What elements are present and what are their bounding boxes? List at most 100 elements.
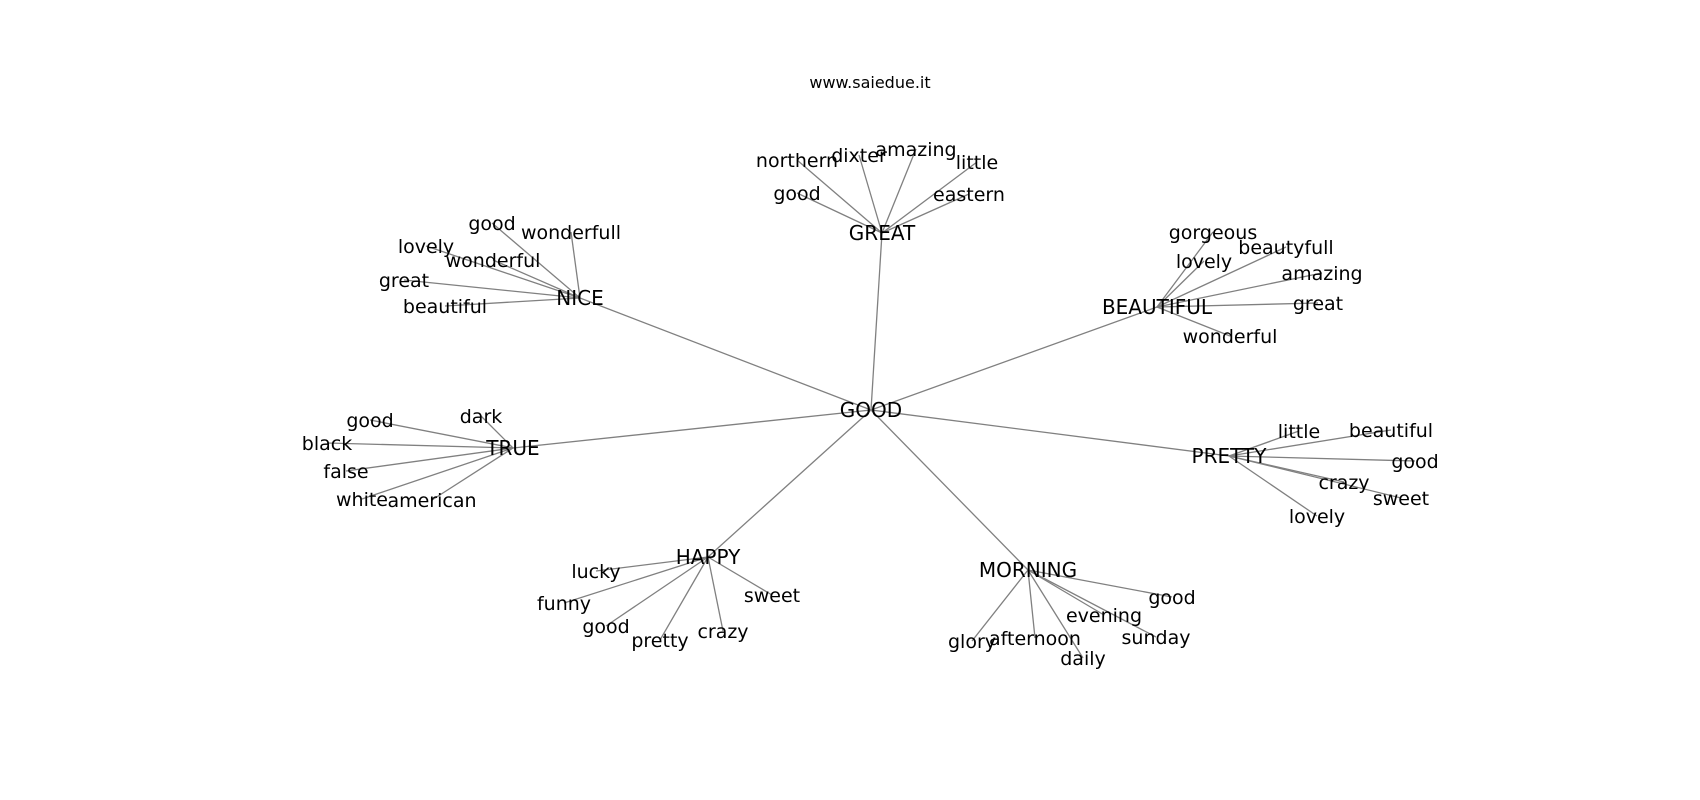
leaf-node-label: evening xyxy=(1066,605,1142,627)
edge-true-good xyxy=(369,419,514,449)
edge-true-false xyxy=(345,447,514,472)
edge-happy-funny xyxy=(563,556,709,604)
leaf-node-label: good xyxy=(582,616,629,638)
edge-root-nice xyxy=(579,297,872,411)
edge-root-pretty xyxy=(870,409,1230,457)
leaf-node-label: great xyxy=(1293,293,1343,315)
graph-labels: GOODGREATnortherndixteramazinglittlegood… xyxy=(302,139,1439,670)
edge-morning-glory xyxy=(971,569,1029,642)
leaf-node-label: dark xyxy=(460,406,503,428)
leaf-node-label: little xyxy=(1278,421,1320,443)
site-url: www.saiedue.it xyxy=(809,73,930,92)
leaf-node-label: dixter xyxy=(831,145,887,167)
edge-nice-lovely xyxy=(425,245,581,299)
leaf-node-label: lovely xyxy=(1176,251,1232,273)
leaf-node-label: lovely xyxy=(1289,506,1345,528)
edge-morning-sunday xyxy=(1027,569,1157,638)
leaf-node-label: beautiful xyxy=(1349,420,1433,442)
leaf-node-label: sweet xyxy=(1373,488,1429,510)
hub-node-label: BEAUTIFUL xyxy=(1102,295,1213,319)
leaf-node-label: good xyxy=(468,213,515,235)
edge-pretty-beautiful xyxy=(1228,429,1392,457)
hub-node-label: MORNING xyxy=(979,558,1077,582)
edge-nice-wonderfull xyxy=(570,231,581,299)
leaf-node-label: pretty xyxy=(631,630,688,652)
leaf-node-label: afternoon xyxy=(989,628,1081,650)
leaf-node-label: lucky xyxy=(571,561,620,583)
edge-root-morning xyxy=(870,409,1029,571)
leaf-node-label: good xyxy=(1391,451,1438,473)
leaf-node-label: good xyxy=(1148,587,1195,609)
edge-root-beautiful xyxy=(870,306,1158,411)
edge-beautiful-great xyxy=(1156,302,1319,308)
edge-beautiful-lovely xyxy=(1156,260,1205,308)
edge-nice-wonderful xyxy=(492,259,581,299)
leaf-node-label: eastern xyxy=(933,184,1005,206)
edge-beautiful-amazing xyxy=(1156,272,1323,308)
edge-happy-good xyxy=(605,556,709,627)
leaf-node-label: lovely xyxy=(398,236,454,258)
leaf-node-label: wonderful xyxy=(446,250,541,272)
edge-happy-pretty xyxy=(659,556,709,641)
edge-nice-good xyxy=(491,222,581,299)
edge-pretty-good xyxy=(1228,455,1416,462)
leaf-node-label: false xyxy=(323,461,368,483)
hub-node-label: HAPPY xyxy=(676,545,741,569)
leaf-node-label: crazy xyxy=(1318,472,1369,494)
edge-great-amazing xyxy=(881,148,917,234)
graph-edges xyxy=(326,148,1416,659)
edge-morning-good xyxy=(1027,569,1173,598)
leaf-node-label: funny xyxy=(537,593,591,615)
hub-node-label: GREAT xyxy=(849,221,916,245)
edge-beautiful-wonderful xyxy=(1156,306,1231,337)
leaf-node-label: beautyfull xyxy=(1238,237,1333,259)
leaf-node-label: wonderfull xyxy=(521,222,621,244)
edge-root-great xyxy=(870,232,883,411)
edge-root-true xyxy=(512,409,872,449)
leaf-node-label: american xyxy=(387,490,476,512)
edge-happy-crazy xyxy=(707,556,724,632)
edge-great-dixter xyxy=(858,154,883,234)
leaf-node-label: daily xyxy=(1060,648,1106,670)
edge-morning-evening xyxy=(1027,569,1105,616)
hub-node-label: TRUE xyxy=(485,436,539,460)
edge-nice-great xyxy=(403,279,581,299)
leaf-node-label: good xyxy=(773,183,820,205)
hub-node-label: NICE xyxy=(556,286,603,310)
edge-morning-daily xyxy=(1027,569,1084,659)
edge-true-white xyxy=(361,447,514,500)
leaf-node-label: great xyxy=(379,270,429,292)
leaf-node-label: good xyxy=(346,410,393,432)
leaf-node-label: little xyxy=(956,152,998,174)
edge-great-eastern xyxy=(881,193,970,234)
leaf-node-label: crazy xyxy=(697,621,748,643)
leaf-node-label: white xyxy=(336,489,388,511)
edge-pretty-sweet xyxy=(1228,455,1402,499)
leaf-node-label: wonderful xyxy=(1183,326,1278,348)
leaf-node-label: sunday xyxy=(1122,627,1191,649)
edge-great-good xyxy=(796,192,883,234)
edge-true-dark xyxy=(480,415,514,449)
edge-pretty-lovely xyxy=(1228,455,1318,517)
edge-nice-beautiful xyxy=(444,297,581,307)
edge-happy-lucky xyxy=(595,556,709,572)
edge-happy-sweet xyxy=(707,556,773,596)
root-node-label: GOOD xyxy=(840,398,902,422)
leaf-node-label: amazing xyxy=(875,139,956,161)
leaf-node-label: black xyxy=(302,433,352,455)
edge-pretty-little xyxy=(1228,430,1300,457)
edge-true-black xyxy=(326,442,514,449)
edge-true-american xyxy=(431,447,514,501)
leaf-node-label: amazing xyxy=(1281,263,1362,285)
edge-great-northern xyxy=(796,159,883,234)
edge-beautiful-beautyfull xyxy=(1156,246,1287,308)
leaf-node-label: sweet xyxy=(744,585,800,607)
edge-beautiful-gorgeous xyxy=(1156,231,1214,308)
leaf-node-label: gorgeous xyxy=(1169,222,1257,244)
edge-great-little xyxy=(881,161,978,234)
hub-node-label: PRETTY xyxy=(1192,444,1268,468)
edge-morning-afternoon xyxy=(1027,569,1036,639)
leaf-node-label: northern xyxy=(756,150,838,172)
leaf-node-label: beautiful xyxy=(403,296,487,318)
